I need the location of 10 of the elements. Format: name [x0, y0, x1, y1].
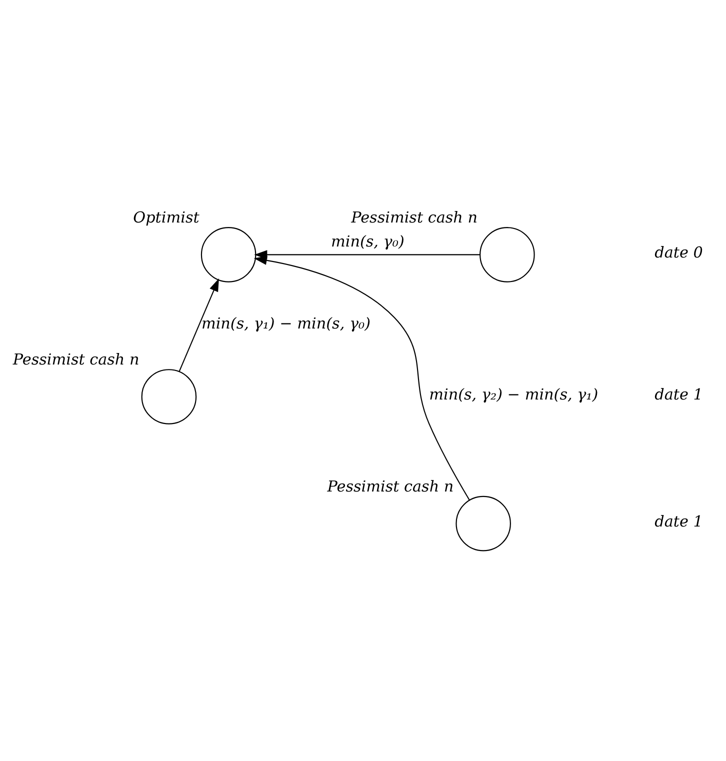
label: date 0 — [654, 243, 703, 262]
edge-label: min(s, γ₀) — [331, 232, 404, 250]
node-label: Optimist — [133, 208, 200, 226]
edge-label: min(s, γ₂) − min(s, γ₁) — [429, 385, 598, 404]
node-label: Pessimist cash n — [351, 208, 478, 226]
edge-label: min(s, γ₁) − min(s, γ₀) — [201, 314, 371, 332]
node-label: Pessimist cash n — [12, 350, 140, 368]
label: date 1 — [654, 385, 703, 404]
label: date 1 — [654, 512, 703, 530]
node-label: Pessimist cash n — [327, 476, 454, 495]
